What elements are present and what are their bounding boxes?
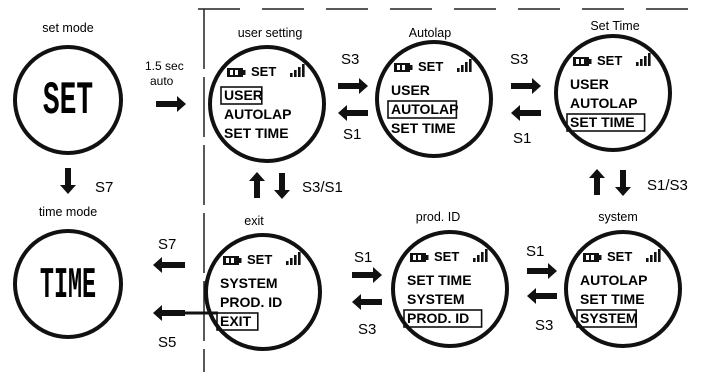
menu-item-label: SET TIME [224, 125, 289, 141]
menu-item-label: USER [224, 87, 263, 103]
signal-icon [473, 249, 488, 262]
watch-set-time: SET USER AUTOLAP SET TIME [554, 34, 672, 152]
menu-item-label: SET TIME [407, 272, 472, 288]
signal-icon [646, 249, 661, 262]
set-mode-circle: SET [13, 45, 123, 155]
menu-item-label: SET TIME [570, 114, 635, 130]
menu-item-label: AUTOLAP [570, 95, 637, 111]
label-s1-bottom-mid: S1 [354, 249, 372, 266]
menu-item-label: USER [391, 82, 430, 98]
arrow-s1-top-left [338, 105, 368, 121]
label-s1-top-right: S1 [513, 130, 531, 147]
battery-icon [573, 57, 592, 66]
caption-user-setting: user setting [238, 26, 303, 40]
label-s7-exit: S7 [158, 236, 176, 253]
label-s1-top-left: S1 [343, 126, 361, 143]
battery-icon [583, 253, 602, 262]
menu-item-label: AUTOLAP [391, 101, 458, 117]
label-s1-bottom-right: S1 [526, 243, 544, 260]
label-s7-down: S7 [95, 179, 113, 196]
selection-box [403, 309, 483, 328]
watch-exit: SET SYSTEM PROD. ID EXIT [204, 233, 322, 351]
time-mode-big-label: TIME [40, 262, 96, 311]
menu-item-label: SET TIME [580, 291, 645, 307]
watch-prod-id: SET SET TIME SYSTEM PROD. ID [391, 230, 509, 348]
selection-box [220, 86, 263, 105]
screen-header-label: SET [597, 53, 622, 68]
time-mode-circle: TIME [13, 229, 123, 339]
battery-icon [227, 68, 246, 77]
label-s3-top-left: S3 [341, 51, 359, 68]
caption-system: system [598, 210, 638, 224]
selection-box [576, 309, 638, 328]
caption-autolap: Autolap [409, 26, 451, 40]
menu-item-label: USER [570, 76, 609, 92]
selection-box [566, 113, 646, 132]
caption-set-time: Set Time [590, 19, 639, 33]
arrow-s1-bottom-mid [352, 267, 382, 283]
arrow-s3-bottom-right [527, 288, 557, 304]
watch-autolap: SET USER AUTOLAP SET TIME [375, 40, 493, 158]
label-auto-line1: 1.5 sec [145, 59, 184, 73]
label-auto-line2: auto [150, 74, 174, 88]
battery-icon [394, 63, 413, 72]
menu-item-label: PROD. ID [220, 294, 282, 310]
arrow-settime-system-down [615, 170, 631, 196]
watch-user-setting: SET USER AUTOLAP SET TIME [208, 45, 326, 163]
arrow-user-exit-down [274, 173, 290, 199]
signal-icon [636, 53, 651, 66]
arrow-auto-right [156, 96, 186, 112]
transition-arrows [60, 78, 631, 321]
screen-header-label: SET [247, 252, 272, 267]
signal-icon [290, 64, 305, 77]
menu-item-label: PROD. ID [407, 310, 469, 326]
selection-box [387, 100, 458, 119]
screen-header-label: SET [418, 59, 443, 74]
caption-set-mode: set mode [42, 21, 93, 35]
menu-item-label: AUTOLAP [580, 272, 647, 288]
arrow-s3-bottom-mid [352, 294, 382, 310]
signal-icon [286, 252, 301, 265]
signal-icon [457, 59, 472, 72]
screen-header-label: SET [434, 249, 459, 264]
set-mode-big-label: SET [43, 76, 93, 128]
label-s3-bottom-right: S3 [535, 317, 553, 334]
menu-item-label: SYSTEM [220, 275, 278, 291]
selection-box [216, 312, 259, 331]
label-s3-bottom-mid: S3 [358, 321, 376, 338]
arrow-settime-system-up [589, 169, 605, 195]
menu-item-label: SET TIME [391, 120, 456, 136]
caption-exit: exit [244, 214, 264, 228]
menu-item-label: SYSTEM [580, 310, 638, 326]
caption-prod-id: prod. ID [416, 210, 460, 224]
arrow-s1-bottom-right [527, 263, 557, 279]
caption-time-mode: time mode [39, 205, 97, 219]
arrow-s1-top-right [511, 105, 541, 121]
menu-item-label: EXIT [220, 313, 252, 329]
screen-header-label: SET [607, 249, 632, 264]
label-s3-s1: S3/S1 [302, 179, 343, 196]
battery-icon [223, 256, 242, 265]
menu-item-label: AUTOLAP [224, 106, 291, 122]
arrow-s3-top-left [338, 78, 368, 94]
arrow-user-exit-up [249, 172, 265, 198]
label-s5-exit: S5 [158, 334, 176, 351]
arrow-s7-exit [153, 257, 185, 273]
watch-system: SET AUTOLAP SET TIME SYSTEM [564, 230, 682, 348]
battery-icon [410, 253, 429, 262]
menu-item-label: SYSTEM [407, 291, 465, 307]
arrow-s3-top-right [511, 78, 541, 94]
arrow-s7-down [60, 168, 76, 194]
label-s3-top-right: S3 [510, 51, 528, 68]
label-s1-s3: S1/S3 [647, 177, 688, 194]
arrow-s5-exit [153, 305, 185, 321]
screen-header-label: SET [251, 64, 276, 79]
